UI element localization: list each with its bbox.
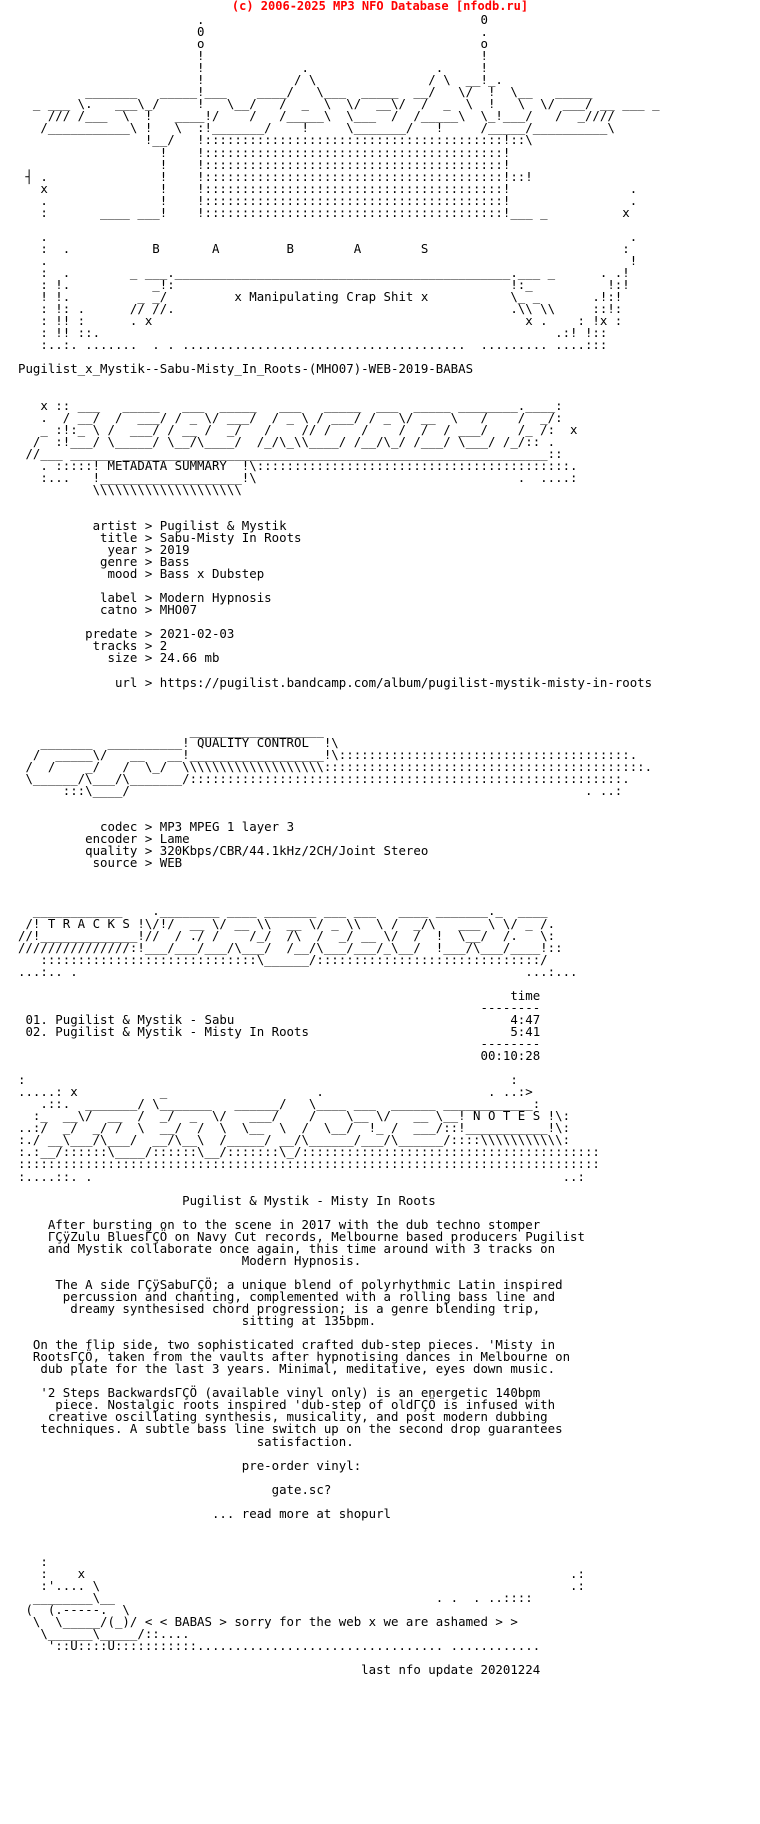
notes-ascii-art: : : .....: x _ . . ..:> .::. _______/ \_… — [18, 1072, 600, 1184]
title-value: Sabu-Misty In Roots — [159, 530, 302, 546]
metadata-row-genre: genre > Bass — [18, 554, 190, 570]
tracks-rule-top: -------- — [18, 999, 541, 1015]
preorder-link: gate.sc? — [18, 1481, 332, 1497]
copyright-banner: (c) 2006-2025 MP3 NFO Database [nfodb.ru… — [231, 0, 529, 13]
notes-block: Pugilist & Mystik - Misty In Roots After… — [18, 1193, 585, 1521]
encoder-value: Lame — [159, 831, 190, 847]
read-more-line: ... read more at shopurl — [18, 1505, 391, 1521]
metadata-row-catno: catno > MHO07 — [18, 602, 198, 618]
quality-row-encoder: encoder > Lame — [18, 831, 190, 847]
last-update-line: last nfo update 20201224 — [18, 1662, 541, 1678]
album-url-link[interactable]: https://pugilist.bandcamp.com/album/pugi… — [159, 674, 653, 690]
metadata-row-mood: mood > Bass x Dubstep — [18, 566, 265, 582]
preorder-label: pre-order vinyl: — [18, 1457, 362, 1473]
metadata-ascii-art: x :: ___ _____ ___ _____ ___ _____ ___ _… — [25, 397, 578, 497]
notes-paragraph: '2 Steps BackwardsΓÇÖ (available vinyl o… — [40, 1385, 563, 1449]
metadata-row-size: size > 24.66 mb — [18, 650, 220, 666]
artist-value: Pugilist & Mystik — [159, 517, 287, 533]
label-value: Modern Hypnosis — [159, 590, 272, 606]
codec-value: MP3 MPEG 1 layer 3 — [159, 819, 295, 835]
release-name: Pugilist_x_Mystik--Sabu-Misty_In_Roots-(… — [18, 361, 474, 377]
track-row: 02. Pugilist & Mystik - Misty In Roots 5… — [18, 1023, 541, 1039]
notes-paragraph: The A side ΓÇÿSabuΓÇÖ; a unique blend of… — [55, 1276, 563, 1329]
catno-value: MHO07 — [159, 602, 198, 618]
tracks-value: 2 — [159, 638, 168, 654]
size-value: 24.66 mb — [159, 650, 220, 666]
metadata-row-year: year > 2019 — [18, 542, 190, 558]
year-value: 2019 — [159, 542, 190, 558]
tracks-rule-bottom: -------- — [18, 1035, 541, 1051]
quality-ascii-art: __________________ _______ __________! Q… — [25, 722, 653, 798]
tracks-time-header: time — [18, 987, 541, 1003]
mood-value: Bass x Dubstep — [159, 566, 265, 582]
metadata-row-tracks: tracks > 2 — [18, 638, 168, 654]
nfo-document: . 0 0 . o o ! — [18, 12, 660, 1678]
tracks-total-time: 00:10:28 — [18, 1048, 541, 1064]
source-value: WEB — [159, 855, 183, 871]
predate-value: 2021-02-03 — [159, 626, 235, 642]
notes-paragraph: After bursting on to the scene in 2017 w… — [47, 1216, 585, 1268]
header-ascii-art: . 0 0 . o o ! — [25, 12, 660, 353]
metadata-row-label: label > Modern Hypnosis — [18, 590, 272, 606]
metadata-row-artist: artist > Pugilist & Mystik — [18, 517, 287, 533]
metadata-row-title: title > Sabu-Misty In Roots — [18, 530, 302, 546]
notes-paragraph: On the flip side, two sophisticated craf… — [32, 1337, 571, 1377]
tracks-ascii-art: ____________ .________ ____ _______ ___ … — [18, 903, 578, 979]
quality-value: 320Kbps/CBR/44.1kHz/2CH/Joint Stereo — [159, 843, 429, 859]
footer-ascii-art: : : x .: :'.... \ .: ________\__ — [25, 1554, 585, 1654]
tracks-table: time -------- 01. Pugilist & Mystik - Sa… — [18, 988, 540, 1063]
metadata-row-predate: predate > 2021-02-03 — [18, 626, 235, 642]
quality-row-quality: quality > 320Kbps/CBR/44.1kHz/2CH/Joint … — [18, 843, 429, 859]
quality-row-source: source > WEB — [18, 855, 183, 871]
genre-value: Bass — [159, 554, 190, 570]
track-row: 01. Pugilist & Mystik - Sabu 4:47 — [18, 1011, 541, 1027]
quality-row-codec: codec > MP3 MPEG 1 layer 3 — [18, 819, 295, 835]
notes-title: Pugilist & Mystik - Misty In Roots — [18, 1192, 436, 1208]
metadata-row-url: url > https://pugilist.bandcamp.com/albu… — [18, 674, 653, 690]
